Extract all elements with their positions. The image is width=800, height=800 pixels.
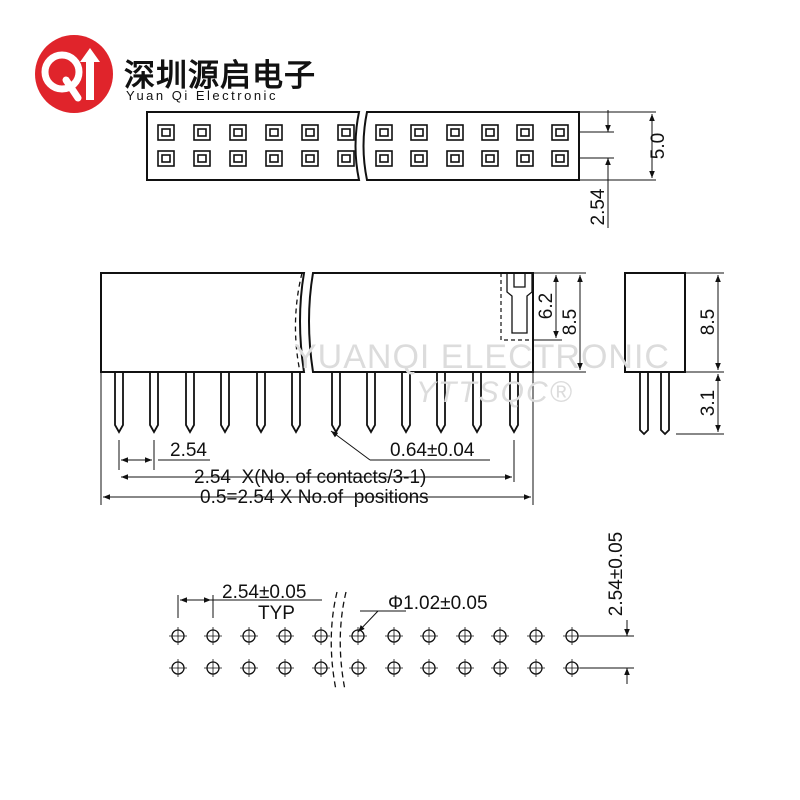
front-pin (331, 372, 341, 434)
pcb-hole (563, 627, 581, 645)
row-pitch-label: 2.54±0.05 (606, 532, 627, 616)
side-view (624, 272, 686, 436)
top-contact-hole (301, 124, 319, 141)
top-contact-hole (410, 150, 428, 167)
top-view-dimensions (579, 110, 656, 228)
top-contact-hole (193, 150, 211, 167)
front-pin (256, 372, 266, 434)
company-logo (35, 35, 113, 113)
pcb-hole (312, 659, 330, 677)
pcb-hole (169, 627, 187, 645)
overall-length-label: 0.5=2.54 X No.of positions (200, 487, 429, 508)
top-contact-hole (446, 150, 464, 167)
pcb-pitch-label: 2.54±0.05 (222, 582, 306, 603)
front-pin (149, 372, 159, 434)
top-contact-hole (157, 124, 175, 141)
front-pin (114, 372, 124, 434)
top-pitch-dim: 2.54 (588, 188, 609, 225)
top-height-dim: 5.0 (648, 133, 669, 159)
pcb-hole (349, 627, 367, 645)
front-pin (401, 372, 411, 434)
top-contact-hole (551, 150, 569, 167)
pcb-hole (420, 659, 438, 677)
top-contact-hole (410, 124, 428, 141)
pcb-hole (491, 659, 509, 677)
pitch-span-label: 2.54 X(No. of contacts/3-1) (194, 467, 426, 488)
pcb-typ-label: TYP (258, 603, 295, 624)
pitch-label: 2.54 (170, 440, 207, 461)
watermark-line1: YUANQI ELECTRONIC (294, 338, 670, 376)
top-contact-hole (516, 124, 534, 141)
top-contact-hole (229, 124, 247, 141)
front-pin (366, 372, 376, 434)
side-body-height-dim: 8.5 (698, 309, 719, 335)
pcb-hole (563, 659, 581, 677)
top-contact-hole (193, 124, 211, 141)
pcb-hole (527, 659, 545, 677)
front-body-height-dim: 8.5 (560, 309, 581, 335)
brand-name-cn: 深圳源启电子 (124, 58, 316, 94)
pcb-hole (527, 627, 545, 645)
top-view (146, 111, 580, 181)
pcb-hole (204, 659, 222, 677)
pcb-hole (240, 627, 258, 645)
pin-width-label: 0.64±0.04 (390, 440, 475, 461)
hole-diameter-label: Φ1.02±0.05 (388, 593, 488, 614)
pcb-hole (169, 659, 187, 677)
side-view-dimensions (676, 272, 724, 435)
top-contact-hole (481, 124, 499, 141)
pcb-hole (276, 627, 294, 645)
front-pin (185, 372, 195, 434)
pcb-hole (276, 659, 294, 677)
top-contact-hole (551, 124, 569, 141)
pcb-hole (456, 627, 474, 645)
pcb-hole (349, 659, 367, 677)
top-contact-hole (265, 150, 283, 167)
top-contact-hole (229, 150, 247, 167)
inner-height-dim: 6.2 (536, 293, 557, 319)
pcb-hole (385, 659, 403, 677)
top-contact-hole (265, 124, 283, 141)
top-contact-hole (516, 150, 534, 167)
top-contact-hole (481, 150, 499, 167)
pcb-hole (385, 627, 403, 645)
pcb-hole (312, 627, 330, 645)
front-view-dimensions (100, 272, 586, 505)
top-contact-hole (337, 150, 355, 167)
pcb-hole (240, 659, 258, 677)
pcb-hole (420, 627, 438, 645)
pin-length-dim: 3.1 (698, 390, 719, 416)
front-pin (436, 372, 446, 434)
brand-name-en: Yuan Qi Electronic (126, 88, 278, 103)
pcb-dimensions (177, 595, 634, 684)
pcb-hole (456, 659, 474, 677)
top-contact-hole (375, 150, 393, 167)
top-contact-hole (446, 124, 464, 141)
top-contact-hole (375, 124, 393, 141)
pcb-hole (491, 627, 509, 645)
front-pin (291, 372, 301, 434)
watermark-line2: YTTSQC® (416, 376, 574, 409)
pcb-footprint (169, 591, 581, 691)
top-contact-hole (157, 150, 175, 167)
front-pin (472, 372, 482, 434)
pcb-hole (204, 627, 222, 645)
front-pin (509, 372, 519, 434)
top-contact-hole (337, 124, 355, 141)
top-contact-hole (301, 150, 319, 167)
front-pin (220, 372, 230, 434)
